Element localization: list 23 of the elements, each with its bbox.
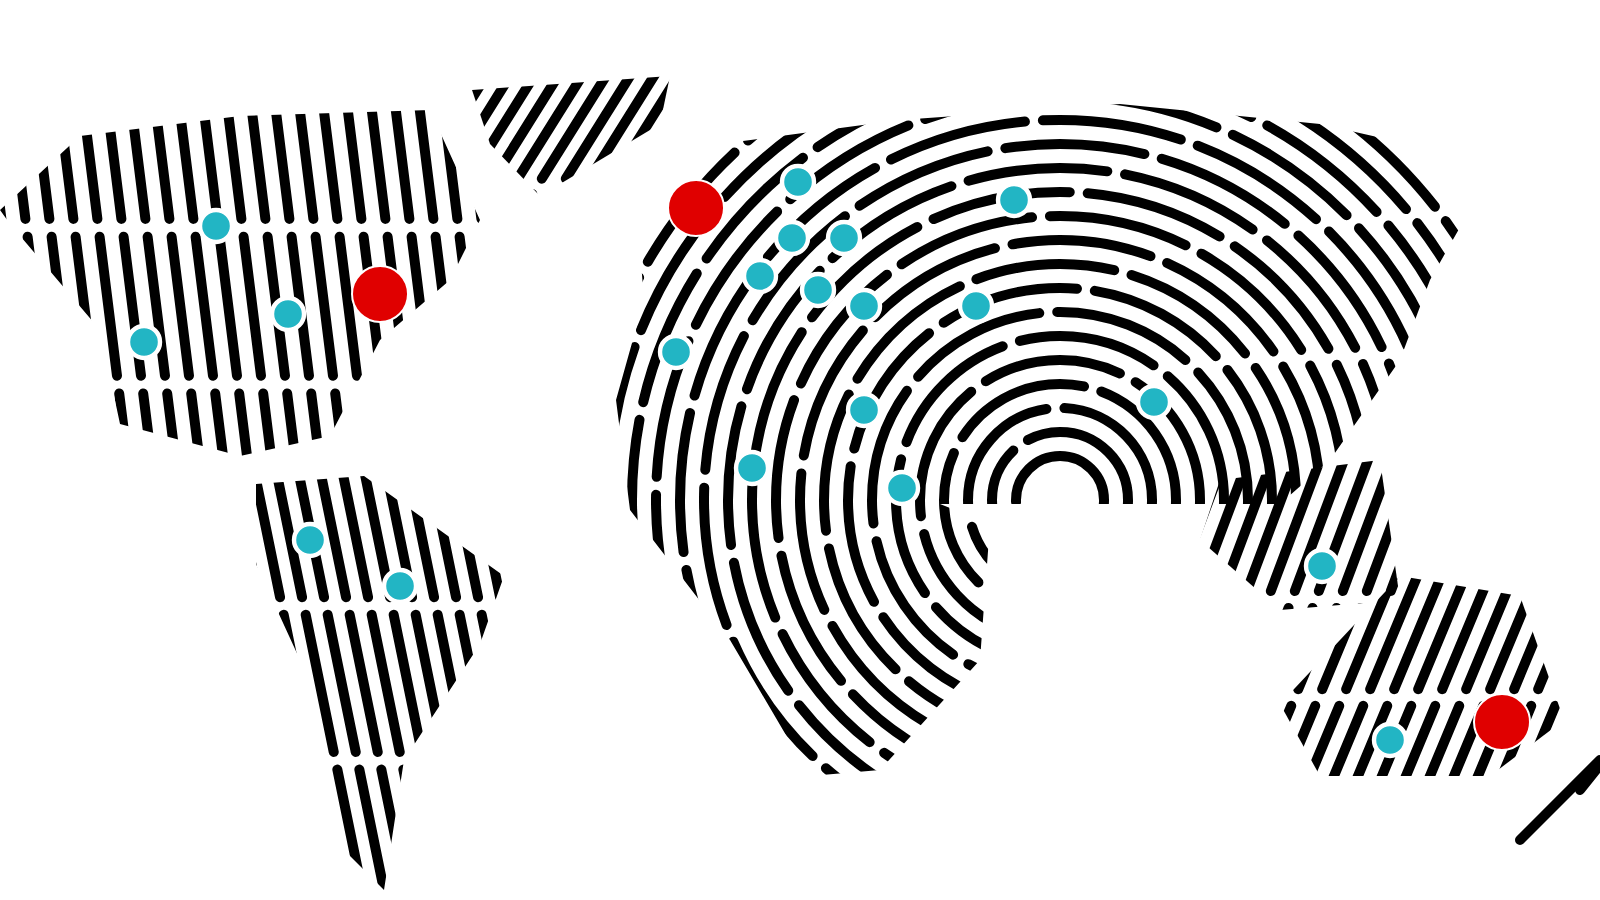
location-dot <box>1303 547 1341 585</box>
location-dot <box>845 287 883 325</box>
location-dot <box>883 469 921 507</box>
location-dot <box>779 163 817 201</box>
location-marker <box>1473 693 1531 751</box>
location-marker <box>351 265 409 323</box>
location-dot <box>657 333 695 371</box>
location-dot <box>733 449 771 487</box>
location-dot <box>197 207 235 245</box>
location-dot <box>381 567 419 605</box>
location-dot <box>741 257 779 295</box>
location-dot <box>957 287 995 325</box>
location-dot <box>291 521 329 559</box>
location-dot <box>825 219 863 257</box>
location-dot <box>799 271 837 309</box>
location-marker <box>667 179 725 237</box>
location-dot <box>269 295 307 333</box>
location-dot <box>125 323 163 361</box>
location-dot <box>995 181 1033 219</box>
location-dot <box>773 219 811 257</box>
location-dot <box>1371 721 1409 759</box>
location-dot <box>1135 383 1173 421</box>
location-dot <box>845 391 883 429</box>
